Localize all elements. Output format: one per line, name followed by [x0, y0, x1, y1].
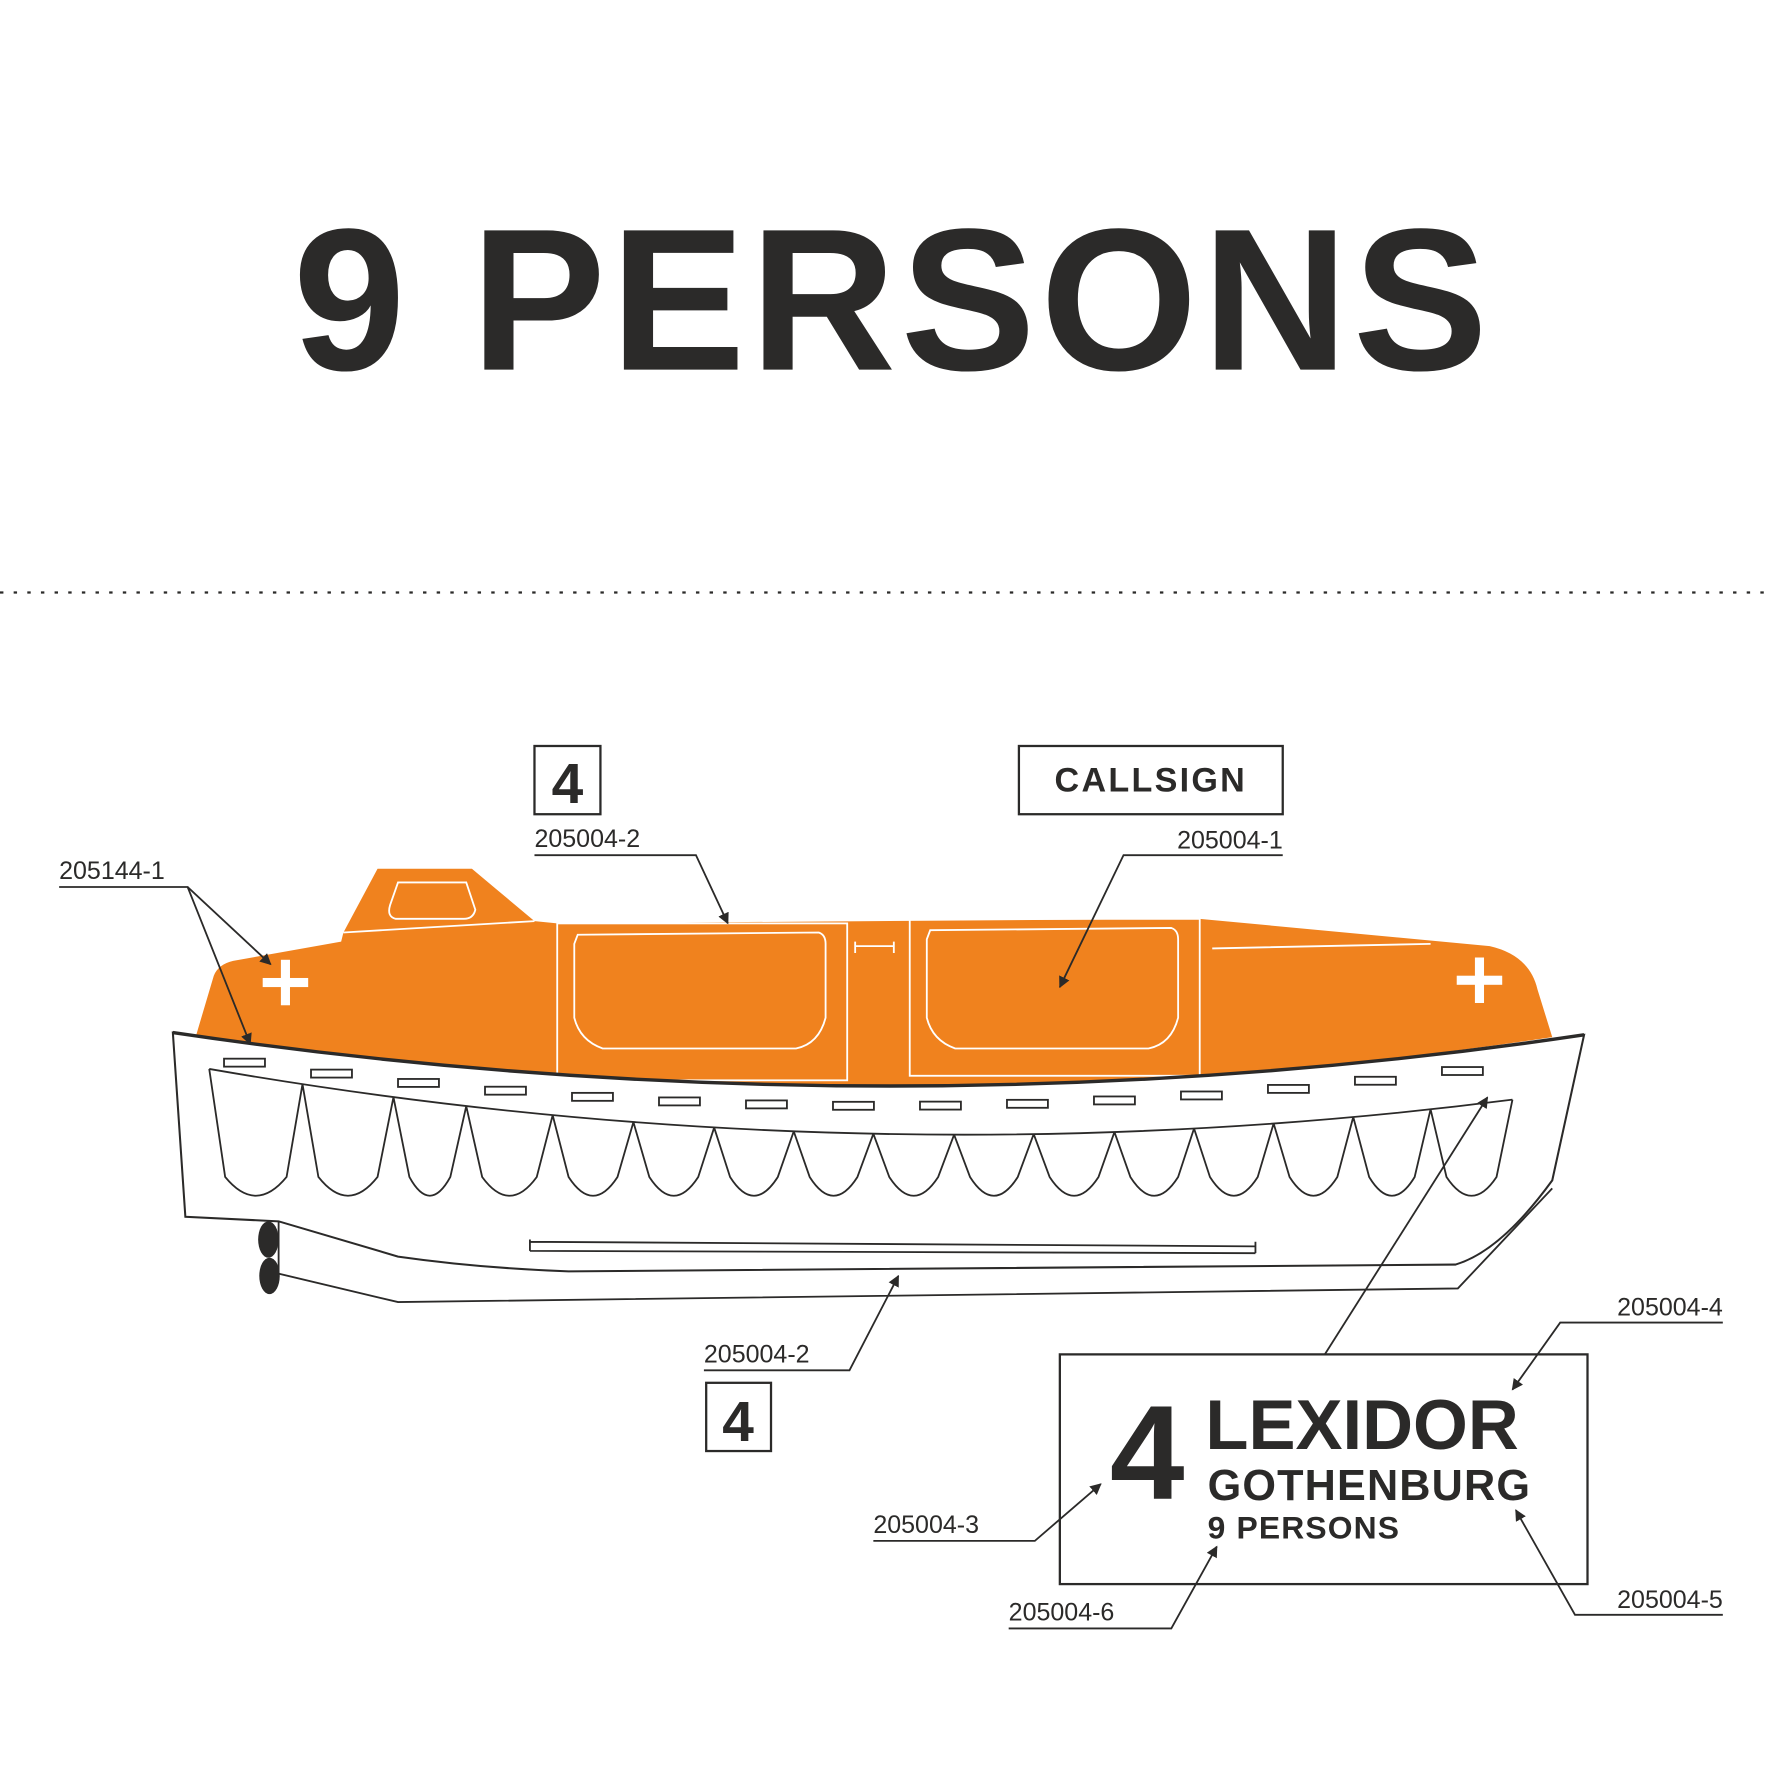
- svg-text:205144-1: 205144-1: [59, 857, 165, 885]
- grab-rail: [854, 941, 1431, 953]
- gunwale-slot: [745, 1099, 788, 1110]
- canopy: [195, 868, 1553, 1088]
- callout-plate-capacity: 205004-6: [1008, 1545, 1218, 1630]
- callsign-text: CALLSIGN: [1055, 761, 1248, 799]
- keel-rail: [529, 1239, 1257, 1255]
- gunwale-slot: [571, 1091, 614, 1102]
- gunwale-slot: [658, 1096, 701, 1107]
- gunwale-slot: [832, 1100, 875, 1111]
- number-box-top: [533, 744, 602, 816]
- hatch-window: [388, 881, 477, 920]
- plate-number: 4: [1110, 1379, 1185, 1528]
- plate-location-leader: [1324, 1096, 1489, 1355]
- propeller-icon: [258, 1221, 280, 1295]
- callout-bottom-number: 205004-2: [703, 1274, 900, 1372]
- gunwale-slot: [1093, 1095, 1136, 1106]
- gunwale-slot: [1354, 1075, 1397, 1086]
- hatch-seam: [343, 920, 535, 934]
- fender-scallop: [208, 1068, 1514, 1197]
- plate-name: LEXIDOR: [1205, 1385, 1518, 1464]
- gunwale: [172, 1030, 1585, 1088]
- gunwale-slot: [484, 1085, 527, 1096]
- callout-plate-number: 205004-3: [873, 1483, 1102, 1542]
- boat-number-top: 4: [552, 753, 584, 816]
- name-plate: [1058, 1353, 1589, 1586]
- page-title: 9 PERSONS: [293, 187, 1493, 413]
- svg-text:205004-2: 205004-2: [704, 1340, 810, 1368]
- cross-icon: [262, 957, 1503, 1006]
- door-window-2: [925, 927, 1180, 1050]
- plate-port: GOTHENBURG: [1208, 1462, 1531, 1510]
- fender-line: [209, 1068, 1513, 1136]
- svg-text:205004-2: 205004-2: [534, 825, 640, 853]
- callout-plate-port: 205004-5: [1515, 1509, 1723, 1616]
- boat-number-bottom: 4: [722, 1391, 754, 1454]
- callout-cross: 205144-1: [59, 857, 272, 1045]
- svg-text:205004-6: 205004-6: [1009, 1598, 1115, 1626]
- svg-text:205004-4: 205004-4: [1617, 1294, 1723, 1322]
- gunwale-slot: [1006, 1098, 1049, 1109]
- gunwale-slot: [1267, 1084, 1310, 1094]
- callsign-box: [1017, 744, 1284, 816]
- callout-callsign: 205004-1: [1059, 826, 1283, 989]
- gunwale-slot: [397, 1078, 440, 1088]
- number-box-bottom: [705, 1381, 773, 1453]
- keel: [277, 1187, 1553, 1303]
- svg-text:205004-1: 205004-1: [1177, 826, 1283, 854]
- gunwale-slot: [1441, 1066, 1484, 1076]
- door-window-1: [573, 931, 827, 1050]
- gunwale-slot: [223, 1057, 266, 1068]
- fender-scallops: [208, 1068, 1514, 1197]
- gunwale-slot: [919, 1100, 962, 1111]
- plate-capacity: 9 PERSONS: [1208, 1510, 1400, 1546]
- door-frame-1: [556, 922, 849, 1082]
- gunwale-slots: [223, 1057, 1484, 1111]
- callout-top-number: 205004-2: [534, 825, 729, 925]
- callout-plate-name: 205004-4: [1511, 1294, 1723, 1391]
- gunwale-slot: [1180, 1090, 1223, 1101]
- gunwale-slot: [310, 1068, 353, 1079]
- svg-text:205004-5: 205004-5: [1617, 1586, 1723, 1614]
- svg-text:205004-3: 205004-3: [873, 1511, 979, 1539]
- door-frame-2: [908, 917, 1201, 1077]
